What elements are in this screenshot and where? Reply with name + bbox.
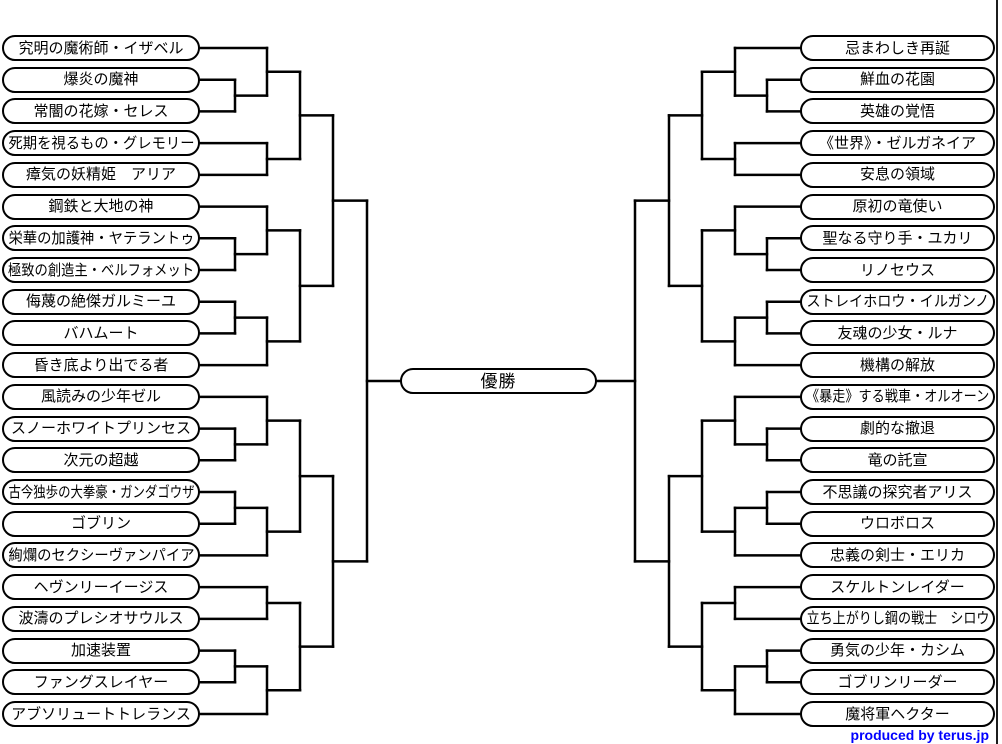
bracket-entry-left-7: 栄華の加護神・ヤテラントゥ	[2, 225, 200, 252]
bracket-entry-label: 常闇の花嫁・セレス	[33, 102, 169, 120]
bracket-entry-label: スノーホワイトプリンセス	[10, 420, 191, 438]
bracket-entry-right-5: 安息の領域	[800, 161, 995, 188]
bracket-entry-label: 極致の創造主・ベルフォメット	[7, 261, 195, 279]
champion-label: 優勝	[480, 371, 517, 391]
bracket-entry-right-21: ゴブリンリーダー	[800, 669, 995, 696]
bracket-entry-label: 竜の託宣	[867, 451, 928, 469]
bracket-entry-right-7: 聖なる守り手・ユカリ	[800, 225, 995, 252]
bracket-entry-label: 風読みの少年ゼル	[40, 388, 161, 406]
bracket-entry-right-16: ウロボロス	[800, 510, 995, 537]
bracket-entry-left-5: 瘴気の妖精姫 アリア	[2, 161, 200, 188]
bracket-entry-left-18: ヘヴンリーイージス	[2, 574, 200, 601]
bracket-entry-left-19: 波濤のプレシオサウルス	[2, 605, 200, 632]
bracket-entry-left-1: 究明の魔術師・イザベル	[2, 35, 200, 61]
bracket-entry-label: 不思議の探究者アリス	[822, 483, 973, 501]
bracket-entry-left-3: 常闇の花嫁・セレス	[2, 98, 200, 125]
bracket-entry-right-4: 《世界》・ゼルガネイア	[800, 130, 995, 157]
bracket-entry-label: 忌まわしき再誕	[844, 39, 950, 57]
bracket-entry-label: リノセウス	[859, 261, 935, 279]
bracket-entry-label: アブソリュートトレランス	[11, 705, 191, 723]
bracket-entry-left-11: 昏き底より出でる者	[2, 352, 200, 379]
bracket-entry-label: 侮蔑の絶傑ガルミーユ	[25, 293, 176, 311]
bracket-entry-label: 忠義の剣士・エリカ	[829, 546, 965, 564]
bracket-entry-label: 立ち上がりし鋼の戦士 シロウ	[806, 610, 989, 628]
bracket-entry-label: 英雄の覚悟	[859, 102, 935, 120]
bracket-entry-label: 《世界》・ゼルガネイア	[818, 134, 977, 152]
bracket-entry-label: 爆炎の魔神	[63, 71, 139, 89]
bracket-entry-label: ストレイホロウ・イルガンノ	[806, 293, 989, 311]
page-right-border	[996, 0, 998, 744]
bracket-entry-label: 友魂の少女・ルナ	[837, 324, 958, 342]
bracket-entry-left-14: 次元の超越	[2, 447, 200, 474]
bracket-entry-label: 劇的な撤退	[859, 420, 935, 438]
bracket-entry-label: 加速装置	[70, 642, 131, 660]
bracket-entry-label: 《暴走》する戦車・オルオーン	[805, 388, 990, 406]
bracket-entry-label: 波濤のプレシオサウルス	[18, 610, 184, 628]
bracket-entry-left-2: 爆炎の魔神	[2, 66, 200, 93]
bracket-entry-right-19: 立ち上がりし鋼の戦士 シロウ	[800, 605, 995, 632]
bracket-entry-right-8: リノセウス	[800, 257, 995, 283]
bracket-entry-right-15: 不思議の探究者アリス	[800, 479, 995, 505]
credit-link[interactable]: produced by terus.jp	[850, 727, 989, 743]
bracket-entry-label: 究明の魔術師・イザベル	[18, 39, 184, 57]
bracket-entry-left-4: 死期を視るもの・グレモリー	[2, 130, 200, 157]
bracket-entry-right-17: 忠義の剣士・エリカ	[800, 542, 995, 569]
bracket-entry-label: 次元の超越	[63, 451, 139, 469]
bracket-entry-right-1: 忌まわしき再誕	[800, 35, 995, 61]
bracket-entry-label: ファングスレイヤー	[33, 673, 169, 691]
bracket-entry-label: ウロボロス	[859, 515, 935, 533]
bracket-entry-label: 魔将軍ヘクター	[845, 705, 950, 723]
bracket-entry-label: 死期を視るもの・グレモリー	[7, 134, 195, 152]
bracket-entry-label: 鋼鉄と大地の神	[48, 198, 154, 216]
bracket-entry-right-6: 原初の竜使い	[800, 193, 995, 220]
champion-pill: 優勝	[400, 368, 597, 394]
bracket-entry-label: バハムート	[63, 324, 139, 342]
bracket-entry-left-22: アブソリュートトレランス	[2, 701, 200, 727]
bracket-entry-label: 聖なる守り手・ユカリ	[822, 229, 973, 247]
bracket-entry-label: 瘴気の妖精姫 アリア	[25, 166, 176, 184]
bracket-entry-label: 原初の竜使い	[852, 198, 943, 216]
bracket-entry-label: 昏き底より出でる者	[33, 356, 169, 374]
bracket-entry-label: 機構の解放	[859, 356, 935, 374]
bracket-entry-label: 絢爛のセクシーヴァンパイア	[7, 546, 195, 564]
bracket-entry-right-14: 竜の託宣	[800, 447, 995, 474]
bracket-entry-label: 勇気の少年・カシム	[829, 642, 965, 660]
bracket-entry-right-13: 劇的な撤退	[800, 415, 995, 442]
bracket-entry-right-10: 友魂の少女・ルナ	[800, 320, 995, 347]
bracket-entry-right-22: 魔将軍ヘクター	[800, 701, 995, 727]
bracket-entry-left-6: 鋼鉄と大地の神	[2, 193, 200, 220]
bracket-entry-label: 安息の領域	[859, 166, 935, 184]
bracket-entry-right-9: ストレイホロウ・イルガンノ	[800, 288, 995, 315]
bracket-entry-left-9: 侮蔑の絶傑ガルミーユ	[2, 288, 200, 315]
bracket-entry-left-13: スノーホワイトプリンセス	[2, 415, 200, 442]
bracket-entry-right-20: 勇気の少年・カシム	[800, 637, 995, 664]
bracket-entry-right-11: 機構の解放	[800, 352, 995, 379]
bracket-entry-left-10: バハムート	[2, 320, 200, 347]
bracket-entry-label: スケルトンレイダー	[830, 578, 965, 596]
bracket-entry-label: ゴブリン	[70, 515, 131, 533]
bracket-entry-right-18: スケルトンレイダー	[800, 574, 995, 601]
bracket-entry-left-16: ゴブリン	[2, 510, 200, 537]
bracket-entry-left-20: 加速装置	[2, 637, 200, 664]
bracket-entry-right-3: 英雄の覚悟	[800, 98, 995, 125]
bracket-entry-left-21: ファングスレイヤー	[2, 669, 200, 696]
bracket-entry-left-17: 絢爛のセクシーヴァンパイア	[2, 542, 200, 569]
bracket-entry-label: 鮮血の花園	[859, 71, 935, 89]
bracket-entry-right-12: 《暴走》する戦車・オルオーン	[800, 383, 995, 410]
bracket-entry-left-8: 極致の創造主・ベルフォメット	[2, 257, 200, 283]
bracket-entry-label: 古今独歩の大拳豪・ガンダゴウザ	[7, 483, 195, 501]
bracket-entry-left-15: 古今独歩の大拳豪・ガンダゴウザ	[2, 479, 200, 505]
bracket-entry-right-2: 鮮血の花園	[800, 66, 995, 93]
bracket-entry-label: ゴブリンリーダー	[837, 673, 958, 691]
bracket-entry-label: 栄華の加護神・ヤテラントゥ	[7, 229, 195, 247]
bracket-entry-left-12: 風読みの少年ゼル	[2, 383, 200, 410]
bracket-entry-label: ヘヴンリーイージス	[33, 578, 169, 596]
